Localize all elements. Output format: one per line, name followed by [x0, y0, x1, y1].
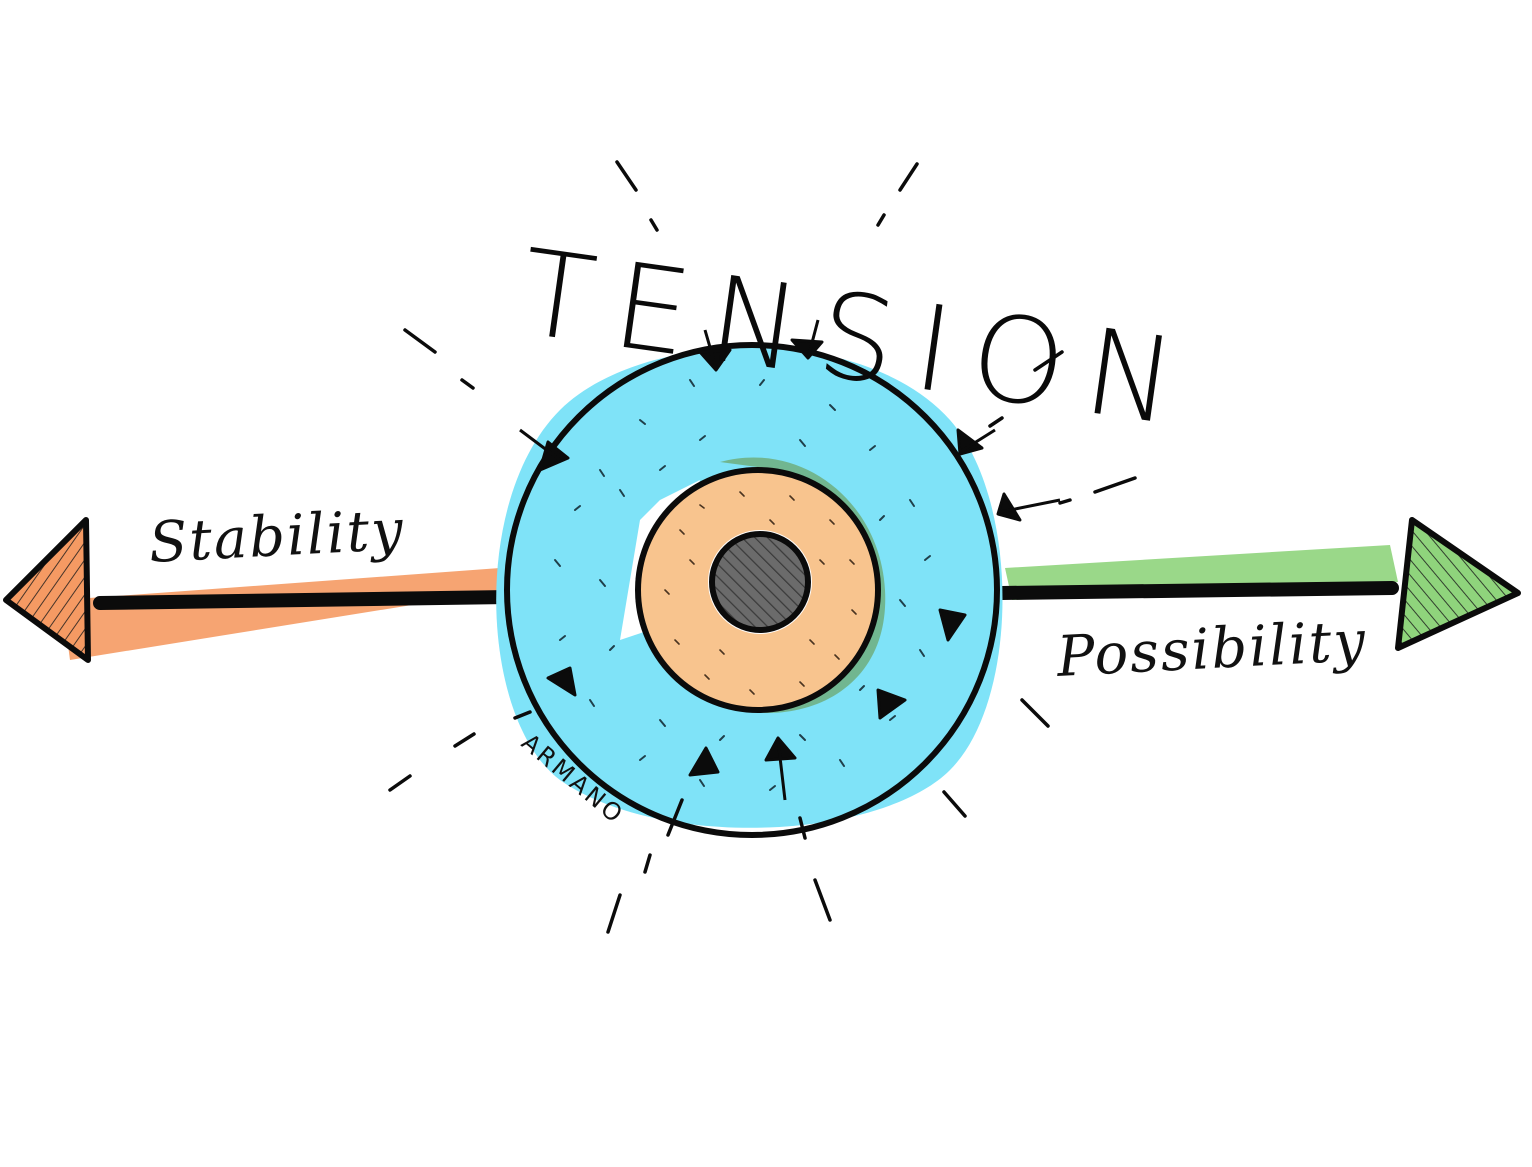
left-arrow-shaft [93, 590, 517, 610]
left-label: Stability [147, 498, 406, 576]
inner-ring-texture [664, 491, 857, 695]
core-icon [708, 530, 812, 634]
inward-arrow-icon [996, 492, 1061, 522]
inward-arrow-icon [688, 746, 720, 777]
left-accent-highlight [62, 568, 505, 660]
inward-arrow-icon [876, 688, 907, 720]
inward-arrow-icon [764, 736, 797, 801]
right-arrowhead-icon [1395, 517, 1521, 651]
inward-arrow-icon [790, 319, 824, 360]
burst-lines-icon [388, 160, 1137, 934]
right-label: Possibility [1054, 609, 1368, 690]
inward-arrow-icon [698, 329, 732, 372]
outer-ring-texture [554, 379, 931, 791]
inward-arrow-icon [519, 428, 570, 472]
inward-arrows [519, 319, 1061, 801]
inward-arrow-icon [546, 666, 577, 697]
right-arrow-shaft [995, 581, 1399, 600]
inward-arrow-icon [956, 428, 996, 456]
left-arrowhead-icon [3, 517, 91, 663]
inward-arrow-icon [938, 608, 967, 642]
